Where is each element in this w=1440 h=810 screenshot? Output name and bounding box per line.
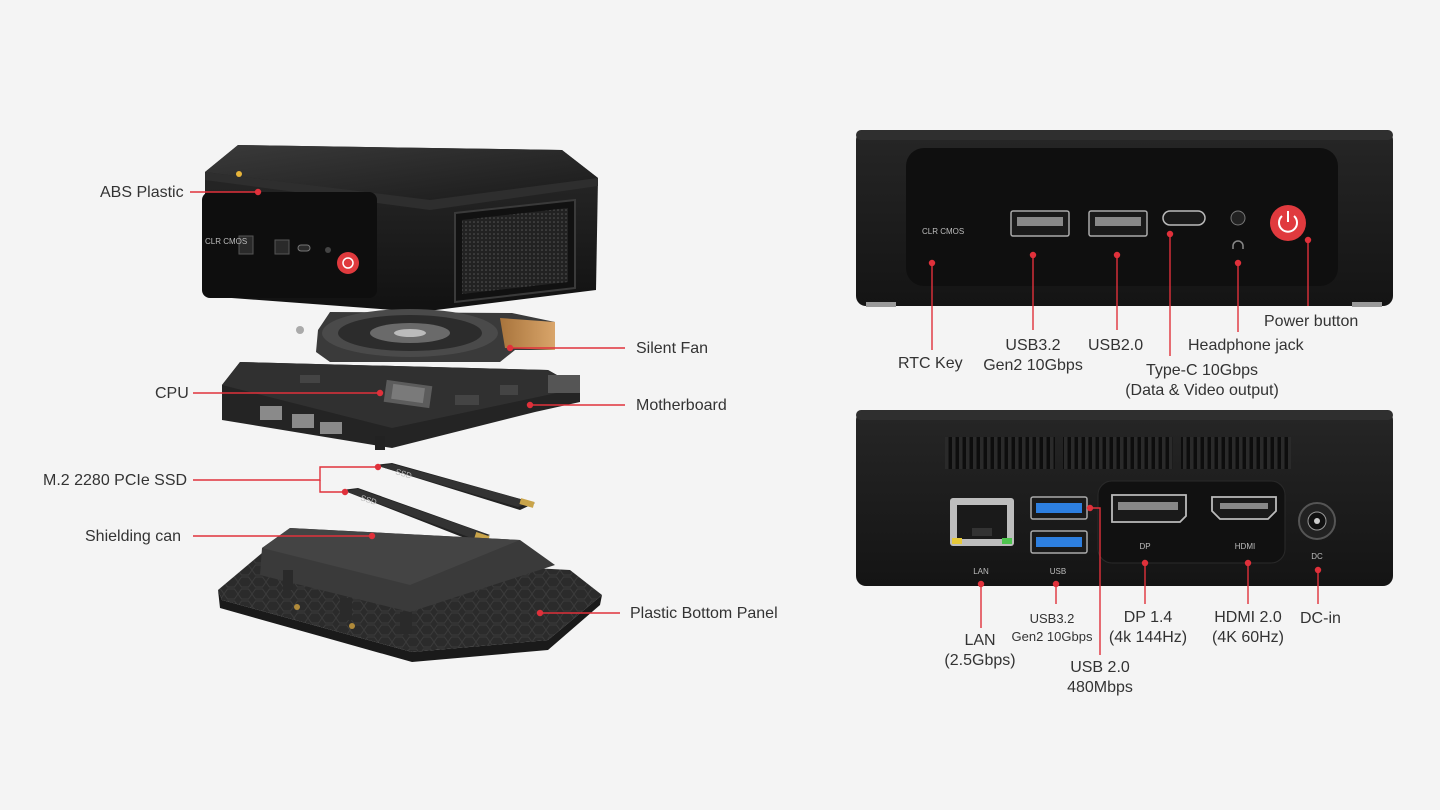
front-usb20-port-icon — [1088, 210, 1148, 237]
label-lan-line2: (2.5Gbps) — [944, 652, 1016, 669]
rear-dp-printed: DP — [1139, 542, 1150, 551]
label-cpu: CPU — [155, 385, 189, 402]
exploded-clr-cmos-text: CLR CMOS — [205, 237, 247, 246]
headphone-symbol-icon — [1232, 240, 1244, 249]
rear-lan-printed: LAN — [973, 567, 989, 576]
label-dp-line2: (4k 144Hz) — [1108, 629, 1188, 646]
rear-usb32-port-icon — [1030, 496, 1088, 520]
label-hdmi: HDMI 2.0 (4K 60Hz) — [1200, 608, 1296, 648]
label-type-c: Type-C 10Gbps (Data & Video output) — [1110, 361, 1294, 401]
lan-port-icon — [950, 498, 1014, 546]
label-type-c-line2: (Data & Video output) — [1125, 382, 1279, 399]
rear-usb-printed: USB — [1050, 567, 1066, 576]
label-dc-in: DC-in — [1300, 610, 1341, 627]
label-rear-usb20: USB 2.0 480Mbps — [1050, 658, 1150, 698]
label-rear-usb32-line1: USB3.2 — [1029, 611, 1075, 626]
label-plastic-bottom-panel: Plastic Bottom Panel — [630, 605, 778, 622]
front-callout-lines — [928, 230, 1312, 356]
silent-fan — [296, 309, 555, 362]
rear-panel-device: LAN USB DP HDMI DC — [856, 410, 1393, 586]
label-rear-usb32-line2: Gen2 10Gbps — [1011, 629, 1093, 644]
label-silent-fan: Silent Fan — [636, 340, 709, 357]
exploded-callout-lines — [190, 188, 625, 617]
label-motherboard: Motherboard — [636, 397, 727, 414]
dc-jack-icon — [1298, 502, 1336, 540]
label-front-usb20: USB2.0 — [1088, 337, 1144, 354]
label-lan: LAN (2.5Gbps) — [930, 631, 1030, 671]
type-c-port-icon — [1162, 210, 1206, 226]
top-case: CLR CMOS — [202, 145, 598, 312]
label-rtc-key: RTC Key — [898, 355, 963, 372]
front-panel-device: CLR CMOS — [856, 130, 1393, 307]
rear-hdmi-printed: HDMI — [1235, 542, 1255, 551]
headphone-jack-icon — [1230, 210, 1246, 226]
front-clr-cmos-text: CLR CMOS — [922, 227, 964, 236]
rear-dc-printed: DC — [1311, 552, 1323, 561]
label-shielding-can: Shielding can — [85, 528, 182, 545]
front-usb32-port-icon — [1010, 210, 1070, 237]
label-dp-line1: DP 1.4 — [1123, 609, 1173, 626]
label-front-usb32-line1: USB3.2 — [1005, 337, 1061, 354]
label-power-button: Power button — [1264, 313, 1359, 330]
rear-usb20-port-icon — [1030, 530, 1088, 554]
label-front-usb32-line2: Gen2 10Gbps — [983, 357, 1083, 374]
motherboard — [222, 362, 580, 450]
hdmi-port-icon — [1211, 496, 1277, 520]
label-rear-usb20-line1: USB 2.0 — [1070, 659, 1130, 676]
m2-ssd: SSD SSD — [342, 463, 535, 543]
label-rear-usb32: USB3.2 Gen2 10Gbps — [1002, 610, 1102, 646]
rear-callout-lines — [977, 504, 1322, 655]
label-type-c-line1: Type-C 10Gbps — [1145, 362, 1259, 379]
label-m2-ssd: M.2 2280 PCIe SSD — [43, 472, 188, 489]
ssd-upper-text: SSD — [394, 467, 413, 480]
bottom-panel — [218, 528, 602, 662]
label-lan-line1: LAN — [964, 632, 996, 649]
label-headphone-jack: Headphone jack — [1188, 337, 1304, 354]
label-abs-plastic: ABS Plastic — [100, 184, 184, 201]
dp-port-icon — [1111, 494, 1187, 523]
label-rear-usb20-line2: 480Mbps — [1067, 679, 1133, 696]
power-button-icon — [1270, 205, 1306, 241]
label-hdmi-line2: (4K 60Hz) — [1211, 629, 1285, 646]
label-hdmi-line1: HDMI 2.0 — [1214, 609, 1282, 626]
label-front-usb32: USB3.2 Gen2 10Gbps — [976, 336, 1090, 376]
label-dp: DP 1.4 (4k 144Hz) — [1100, 608, 1196, 648]
